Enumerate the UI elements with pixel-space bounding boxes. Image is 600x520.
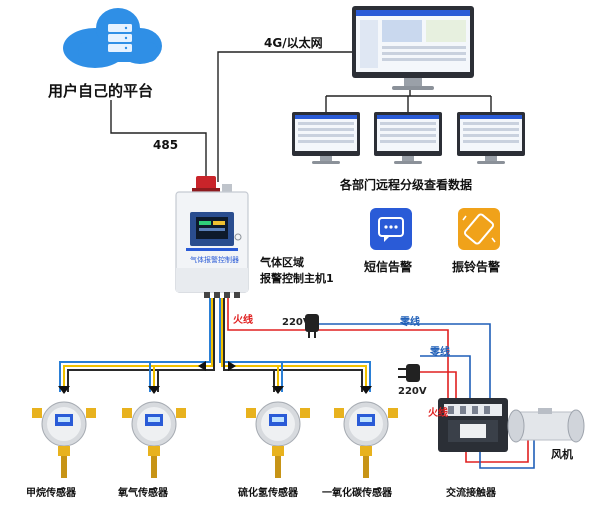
fire-line-label: 火线 [233,315,253,326]
ac-contactor [438,398,508,452]
controller-title-line1: 气体区域 [260,256,304,269]
vibration-alert [458,208,500,250]
neutral-line-contactor [420,355,471,398]
server-stack-icon [108,24,132,52]
fan-label: 风机 [551,448,573,461]
controller-title-line2: 报警控制主机1 [260,272,334,285]
sms-alert-label: 短信告警 [364,260,413,274]
gas-sensor [246,401,310,478]
vibration-alert-label: 振铃告警 [452,260,501,274]
sms-icon [370,208,412,250]
platform-label: 用户自己的平台 [48,82,154,100]
controller-panel-label: 气体报警控制器 [190,256,239,264]
departments-label: 各部门远程分级查看数据 [340,178,473,192]
rs485-link-label: 485 [153,138,179,152]
left-cable-bundle [59,298,215,392]
sensor-label-carbon-monoxide: 一氧化碳传感器 [322,488,392,499]
cloud-platform [63,8,162,68]
alarm-controller [175,176,249,298]
fire-line-label-contactor: 火线 [428,408,448,419]
neutral-line-label-contactor: 零线 [430,347,450,358]
department-monitor [292,112,360,164]
fire-line-main [227,298,449,398]
voltage-label: 220V [282,317,311,328]
plug-icon [406,364,420,382]
main-monitor [352,6,474,90]
department-monitors [292,112,525,164]
sensor-label-oxygen: 氧气传感器 [118,488,168,499]
department-monitor [457,112,525,164]
alarm-beacon-icon [196,176,216,190]
fire-line-contactor [420,371,457,398]
power-wiring [227,298,535,469]
sms-alert [370,208,412,250]
contactor-label: 交流接触器 [446,488,496,499]
gas-sensor [32,401,96,478]
neutral-line-main [318,323,491,398]
vibration-icon [458,208,500,250]
network-link-label: 4G/以太网 [264,36,323,50]
sensor-wiring [58,298,372,394]
fan-device [507,408,585,443]
sensor-label-hydrogen-sulfide: 硫化氢传感器 [238,488,298,499]
department-monitor [374,112,442,164]
voltage-label-contactor: 220V [398,386,427,397]
network-link-line [217,51,356,182]
network-lines [110,51,492,182]
rs485-link-line [110,100,207,182]
sensor-label-methane: 甲烷传感器 [26,488,76,499]
neutral-line-label: 零线 [400,317,420,328]
right-cable-bundle [219,298,371,392]
plug-icon [305,314,319,332]
plug-contactor [398,364,420,382]
gas-sensor [334,401,398,478]
plug-main [305,314,319,338]
gas-sensor [122,401,186,478]
